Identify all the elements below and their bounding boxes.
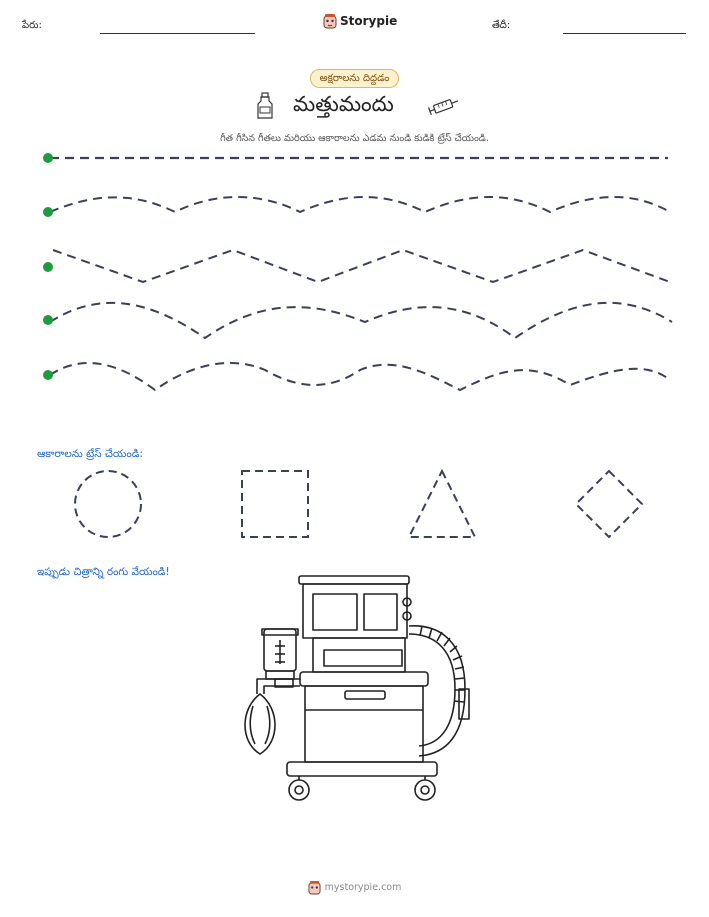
trace-circle[interactable] xyxy=(74,470,142,538)
coloring-section-label: ఇప్పుడు చిత్రాన్ని రంగు వేయండి! xyxy=(37,566,170,578)
brand-logo: Storypie xyxy=(323,13,397,29)
trace-triangle[interactable] xyxy=(407,468,477,538)
tracing-line-straight[interactable] xyxy=(43,153,668,163)
footer-site[interactable]: mystorypie.com xyxy=(324,882,402,893)
date-label: తేదీ: xyxy=(492,20,511,31)
tracing-line-wave[interactable] xyxy=(43,361,671,392)
tracing-lines xyxy=(43,153,673,392)
storypie-logo-icon xyxy=(323,14,337,29)
tracing-line-zigzag[interactable] xyxy=(43,248,671,284)
tracing-line-wave[interactable] xyxy=(43,301,673,340)
tracing-line-wave[interactable] xyxy=(43,196,671,217)
start-dot xyxy=(43,153,53,163)
name-line[interactable] xyxy=(100,33,255,34)
footer: mystorypie.com xyxy=(0,880,709,895)
date-line[interactable] xyxy=(563,33,686,34)
storypie-logo-icon xyxy=(308,881,321,895)
syringe-icon xyxy=(427,99,459,116)
start-dot xyxy=(43,207,53,217)
brand-name: Storypie xyxy=(340,14,398,28)
start-dot xyxy=(43,370,53,380)
trace-shapes xyxy=(74,468,644,539)
worksheet-badge: అక్షరాలను దిద్దడం xyxy=(309,69,400,88)
shapes-section-label: ఆకారాలను ట్రేస్ చేయండి: xyxy=(37,448,144,460)
worksheet-title: మత్తుమందు xyxy=(293,92,394,116)
start-dot xyxy=(43,315,53,325)
trace-square[interactable] xyxy=(241,470,309,538)
start-dot xyxy=(43,262,53,272)
medicine-bottle-icon xyxy=(257,92,273,119)
name-label: పేరు: xyxy=(22,20,42,31)
anesthesia-machine-picture[interactable] xyxy=(237,574,477,804)
trace-diamond[interactable] xyxy=(574,469,644,539)
instruction-text: గీత గీసిన గీతలు మరియు ఆకారాలను ఎడమ నుండి… xyxy=(220,133,489,144)
